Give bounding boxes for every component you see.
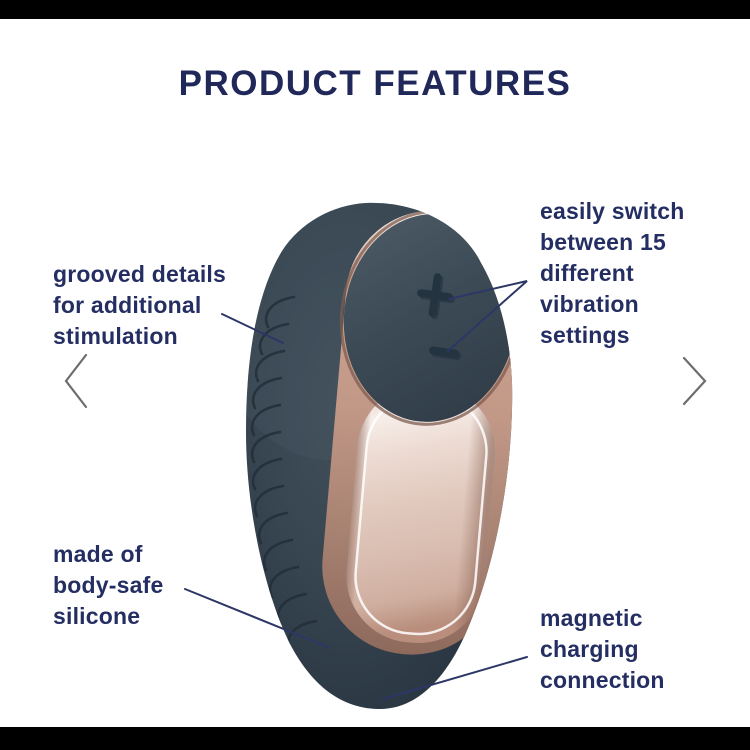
connector-line-silicone	[184, 588, 329, 648]
feature-label-vibration-settings: easily switch between 15 different vibra…	[540, 198, 685, 348]
groove-lines	[250, 295, 318, 653]
feature-label-magnetic-charging: magnetic charging connection	[540, 605, 665, 693]
connector-line-settings	[447, 280, 528, 352]
connector-line-charging	[382, 656, 528, 700]
feature-label-body-safe-silicone: made of body-safe silicone	[53, 541, 164, 629]
carousel-prev-button[interactable]	[60, 351, 90, 411]
plus-button-icon	[417, 273, 456, 320]
chevron-right-icon	[682, 356, 707, 406]
chevron-left-icon	[64, 353, 88, 409]
metal-panel-shading	[346, 384, 496, 644]
page-title: PRODUCT FEATURES	[178, 64, 572, 103]
letterbox-bar-bottom	[0, 727, 750, 750]
letterbox-bar-top	[0, 0, 750, 19]
feature-label-grooved-details: grooved details for additional stimulati…	[53, 261, 226, 349]
connector-line-grooves	[221, 313, 284, 344]
carousel-next-button[interactable]	[681, 354, 709, 408]
control-disc	[343, 214, 513, 422]
